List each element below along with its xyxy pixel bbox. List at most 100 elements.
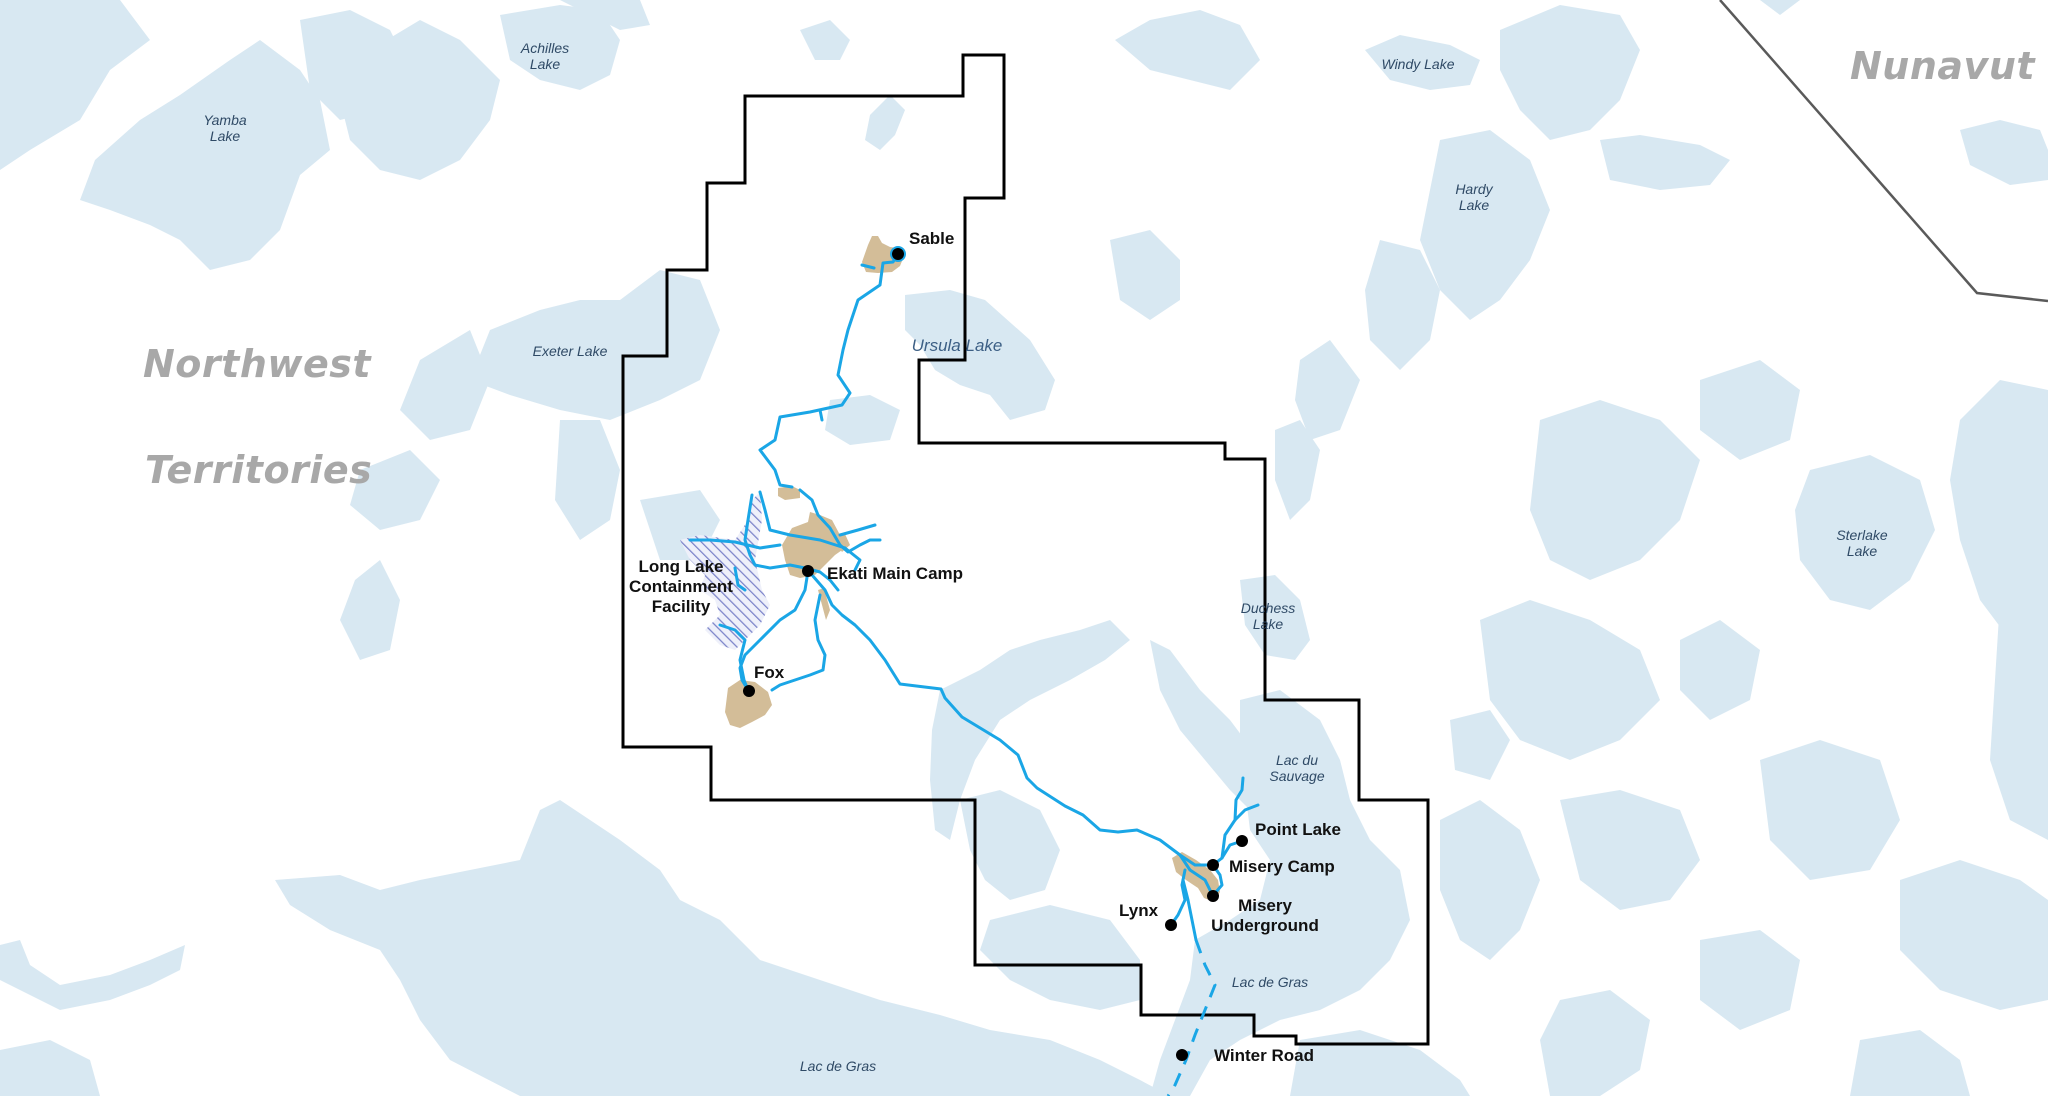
lake-shape — [1240, 575, 1310, 660]
lake-label-gras-east: Lac de Gras — [1232, 974, 1308, 990]
road-fox-west — [718, 623, 750, 692]
road-sable-west — [860, 263, 876, 270]
road-ekati-2 — [758, 490, 847, 550]
road-containment — [733, 566, 747, 592]
lake-shape — [1900, 860, 2048, 1010]
misery-pit — [1172, 852, 1220, 902]
fox-pit — [725, 680, 772, 728]
site-label-line: Long Lake — [638, 557, 724, 576]
lake-label-line: Hardy — [1455, 181, 1493, 197]
site-label-long-lake: Long Lake Containment Facility — [629, 557, 733, 617]
lake-shape — [400, 330, 490, 440]
territorial-border-line — [1719, 0, 2048, 303]
road-fox-loop — [770, 593, 827, 692]
pit-north — [778, 486, 800, 500]
lake-shape — [1850, 1030, 1970, 1096]
lake-shape — [1275, 420, 1320, 520]
sable-pit — [862, 236, 904, 273]
lake-label-sterlake: Sterlake Lake — [1836, 527, 1887, 559]
lake-label-line: Yamba — [203, 112, 247, 128]
site-label-fox: Fox — [754, 663, 785, 682]
lake-shape — [1680, 620, 1760, 720]
ekati-strip — [818, 588, 830, 620]
road-ekati-west — [743, 493, 807, 570]
site-label-line: Misery — [1238, 896, 1292, 915]
lake-shape — [0, 1040, 100, 1096]
lake-label-sauvage: Lac du Sauvage — [1269, 752, 1324, 784]
lake-label-line: Sauvage — [1269, 768, 1325, 784]
lake-label-line: Lake — [1846, 543, 1878, 559]
lake-label-exeter: Exeter Lake — [533, 343, 608, 359]
lake-shape — [0, 20, 100, 120]
lake-shape — [555, 420, 620, 540]
lake-shape — [1530, 400, 1700, 580]
lake-label-yamba: Yamba Lake — [203, 112, 246, 144]
road-network — [688, 252, 1260, 942]
road-misery — [810, 573, 1215, 867]
lake-label-line: Windy Lake — [1381, 56, 1455, 72]
lake-shape — [1990, 580, 2048, 840]
region-label-territories: Territories — [145, 448, 373, 492]
misery-camp-marker-dot[interactable] — [1207, 859, 1219, 871]
lake-shape — [1295, 340, 1360, 440]
lake-shape — [1150, 690, 1410, 1096]
lake-shape — [825, 395, 900, 445]
road-south — [1181, 878, 1198, 942]
winter-road-marker-dot[interactable] — [1176, 1049, 1188, 1061]
lake-shape — [1365, 240, 1440, 370]
lake-shape — [1150, 640, 1270, 815]
lake-label-gras-south: Lac de Gras — [800, 1058, 876, 1074]
road-ekati-south — [738, 569, 810, 692]
lake-shape — [80, 40, 330, 270]
road-ekati-6 — [838, 523, 877, 537]
lake-shape — [1290, 1030, 1470, 1096]
lake-label-line: Exeter Lake — [532, 343, 608, 359]
lake-label-line: Lac de Gras — [799, 1058, 877, 1074]
region-label-nunavut: Nunavut — [1850, 44, 2036, 88]
lake-shape — [960, 790, 1060, 900]
lake-label-hardy: Hardy Lake — [1455, 181, 1492, 213]
lake-label-line: Lac du — [1275, 752, 1319, 768]
fox-marker-dot[interactable] — [743, 685, 755, 697]
road-misery-2 — [1178, 853, 1215, 898]
site-label-misery-camp: Misery Camp — [1229, 857, 1335, 876]
lake-shape — [500, 5, 620, 90]
site-label-line: Underground — [1211, 916, 1319, 935]
lake-shape — [1420, 130, 1550, 320]
winter-road-line — [1166, 939, 1217, 1096]
lake-shape — [980, 905, 1140, 1010]
ekati-marker-dot[interactable] — [802, 565, 814, 577]
lake-shape — [1600, 135, 1730, 190]
site-label-lynx: Lynx — [1119, 901, 1159, 920]
site-label-line: Containment — [629, 577, 733, 596]
lake-label-windy: Windy Lake — [1381, 56, 1454, 72]
road-sable — [758, 252, 900, 489]
site-label-line: Facility — [651, 597, 711, 616]
lake-shape — [1950, 380, 2048, 660]
lynx-marker-dot[interactable] — [1165, 919, 1177, 931]
lake-label-line: Lake — [209, 128, 241, 144]
misery-underground-marker-dot[interactable] — [1207, 890, 1219, 902]
lake-shape — [1700, 360, 1800, 460]
lake-shape — [1365, 35, 1480, 90]
lake-shape — [1500, 5, 1640, 140]
lake-shape — [330, 20, 500, 180]
lake-shape — [275, 800, 1170, 1096]
region-label-northwest: Northwest — [143, 342, 372, 386]
road-lynx — [1169, 868, 1187, 927]
sable-marker-dot[interactable] — [892, 248, 904, 260]
point-lake-marker-dot[interactable] — [1236, 835, 1248, 847]
lake-label-line: Lake — [1252, 616, 1284, 632]
lake-shape — [1110, 230, 1180, 320]
lake-label-line: Ursula Lake — [911, 336, 1003, 355]
lake-label-duchess: Duchess Lake — [1241, 600, 1295, 632]
lake-shape — [0, 940, 185, 1010]
site-label-misery-underground: Misery Underground — [1211, 896, 1319, 936]
site-label-winter-road: Winter Road — [1214, 1046, 1314, 1065]
road-ekati-5 — [843, 546, 862, 572]
lake-shape — [350, 450, 440, 530]
site-label-ekati: Ekati Main Camp — [827, 564, 964, 583]
lake-shape — [1540, 990, 1650, 1096]
